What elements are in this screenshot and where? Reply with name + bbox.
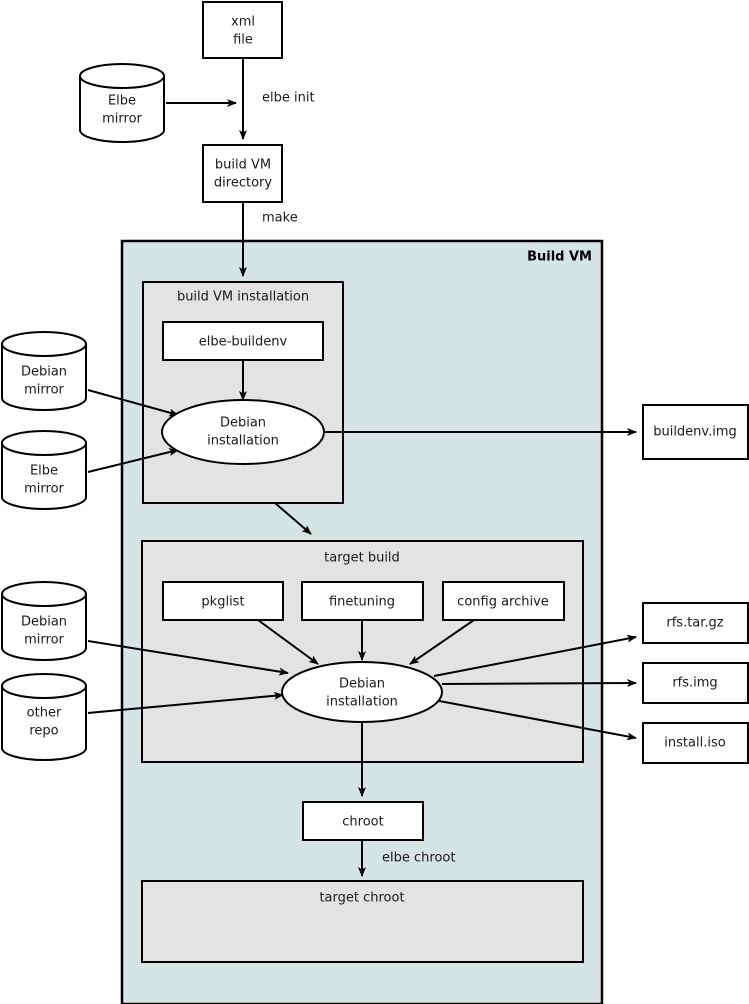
node-chroot[interactable]: chroot	[302, 801, 424, 841]
node-pkglist[interactable]: pkglist	[162, 581, 284, 621]
node-debian-installation-buildvm[interactable]: Debian installation	[161, 399, 325, 465]
build-vm-directory-label-line1: build VM	[215, 158, 271, 173]
xml-file-label-line2: file	[233, 33, 253, 48]
debian-installation-target-label-line1: Debian	[339, 677, 385, 692]
buildenv-img-box[interactable]	[642, 404, 749, 460]
elbe-mirror-lower-cylinder-body[interactable]	[0, 442, 87, 510]
debian-installation-buildvm-label-line1: Debian	[220, 416, 266, 431]
finetuning-label: finetuning	[329, 595, 395, 610]
node-finetuning[interactable]: finetuning	[301, 581, 424, 621]
edge-label-elbe-chroot: elbe chroot	[382, 851, 455, 866]
debian-mirror-upper-cylinder-top[interactable]	[1, 331, 87, 357]
edge-target-install-to-rfsimg	[441, 679, 637, 688]
node-debian-mirror-lower[interactable]: Debian mirror	[1, 581, 87, 661]
pkglist-label: pkglist	[201, 595, 244, 610]
node-rfs-targz[interactable]: rfs.tar.gz	[642, 602, 749, 644]
edge-buildvm-install-to-targetbuild	[274, 502, 312, 535]
elbe-mirror-top-cylinder-body[interactable]	[79, 75, 165, 143]
elbe-mirror-top-label-line2: mirror	[102, 112, 142, 127]
build-vm-container-label: Build VM	[527, 250, 592, 265]
edge-pkglist-to-target-install	[257, 619, 319, 665]
elbe-mirror-top-cylinder-top[interactable]	[79, 63, 165, 89]
debian-installation-target-ellipse[interactable]	[281, 661, 443, 723]
debian-installation-buildvm-label-line2: installation	[207, 434, 279, 449]
buildenv-img-label: buildenv.img	[653, 425, 737, 440]
edge-target-install-to-rfstargz	[433, 634, 637, 677]
chroot-box[interactable]	[302, 801, 424, 841]
debian-mirror-upper-label-line1: Debian	[21, 365, 67, 380]
debian-mirror-upper-label-line2: mirror	[24, 383, 64, 398]
install-iso-label: install.iso	[664, 736, 725, 751]
debian-mirror-upper-cylinder-body[interactable]	[0, 343, 87, 411]
node-xml-file[interactable]: xml file	[202, 1, 283, 59]
rfs-targz-label: rfs.tar.gz	[666, 616, 723, 631]
node-build-vm-directory[interactable]: build VM directory	[202, 144, 283, 203]
debian-mirror-lower-cylinder-top[interactable]	[1, 581, 87, 607]
build-vm-directory-label-line2: directory	[214, 176, 272, 191]
target-chroot-group	[141, 880, 584, 963]
rfs-img-box[interactable]	[642, 662, 749, 704]
other-repo-label-line1: other	[27, 706, 62, 721]
install-iso-box[interactable]	[642, 722, 749, 764]
debian-mirror-lower-label-line1: Debian	[21, 615, 67, 630]
node-buildenv-img[interactable]: buildenv.img	[642, 404, 749, 460]
edge-elbemirror-to-buildvm-install	[87, 448, 179, 473]
debian-mirror-lower-label-line2: mirror	[24, 633, 64, 648]
node-debian-installation-target[interactable]: Debian installation	[281, 661, 443, 723]
build-vm-directory-box[interactable]	[202, 144, 283, 203]
debian-installation-buildvm-ellipse[interactable]	[161, 399, 325, 465]
elbe-mirror-top-label-line1: Elbe	[108, 94, 136, 109]
elbe-buildenv-box[interactable]	[162, 321, 324, 361]
other-repo-cylinder-top[interactable]	[1, 673, 87, 699]
build-vm-installation-label: build VM installation	[177, 290, 309, 305]
node-other-repo[interactable]: other repo	[1, 673, 87, 761]
xml-file-label-line1: xml	[231, 15, 255, 30]
node-elbe-mirror-lower[interactable]: Elbe mirror	[0, 430, 87, 510]
target-build-label: target build	[324, 551, 400, 566]
edge-otherrepo-to-target-install	[87, 691, 284, 714]
config-archive-box[interactable]	[442, 581, 565, 621]
edge-label-make: make	[262, 211, 298, 226]
elbe-buildenv-label: elbe-buildenv	[199, 335, 288, 350]
edge-configarchive-to-target-install	[409, 619, 475, 665]
config-archive-label: config archive	[457, 595, 549, 610]
edge-target-install-to-installiso	[433, 699, 637, 741]
edge-debianmirror-lower-to-target-install	[87, 640, 289, 676]
elbe-mirror-lower-cylinder-top[interactable]	[1, 430, 87, 456]
node-elbe-mirror-top[interactable]: Elbe mirror	[79, 63, 165, 143]
node-rfs-img[interactable]: rfs.img	[642, 662, 749, 704]
rfs-img-label: rfs.img	[672, 676, 717, 691]
node-config-archive[interactable]: config archive	[442, 581, 565, 621]
elbe-mirror-lower-label-line1: Elbe	[30, 464, 58, 479]
pkglist-box[interactable]	[162, 581, 284, 621]
debian-mirror-lower-cylinder-body[interactable]	[1, 593, 87, 661]
other-repo-cylinder-body[interactable]	[1, 685, 87, 761]
debian-installation-target-label-line2: installation	[326, 695, 398, 710]
rfs-targz-box[interactable]	[642, 602, 749, 644]
edge-debianmirror-to-buildvm-install	[87, 389, 179, 417]
elbe-mirror-lower-label-line2: mirror	[24, 482, 64, 497]
node-debian-mirror-upper[interactable]: Debian mirror	[0, 331, 87, 411]
xml-file-box[interactable]	[202, 1, 283, 59]
other-repo-label-line2: repo	[29, 724, 58, 739]
node-install-iso[interactable]: install.iso	[642, 722, 749, 764]
target-chroot-label: target chroot	[319, 891, 404, 906]
chroot-label: chroot	[342, 815, 383, 830]
finetuning-box[interactable]	[301, 581, 424, 621]
edge-label-elbe-init: elbe init	[262, 91, 315, 106]
node-elbe-buildenv[interactable]: elbe-buildenv	[162, 321, 324, 361]
